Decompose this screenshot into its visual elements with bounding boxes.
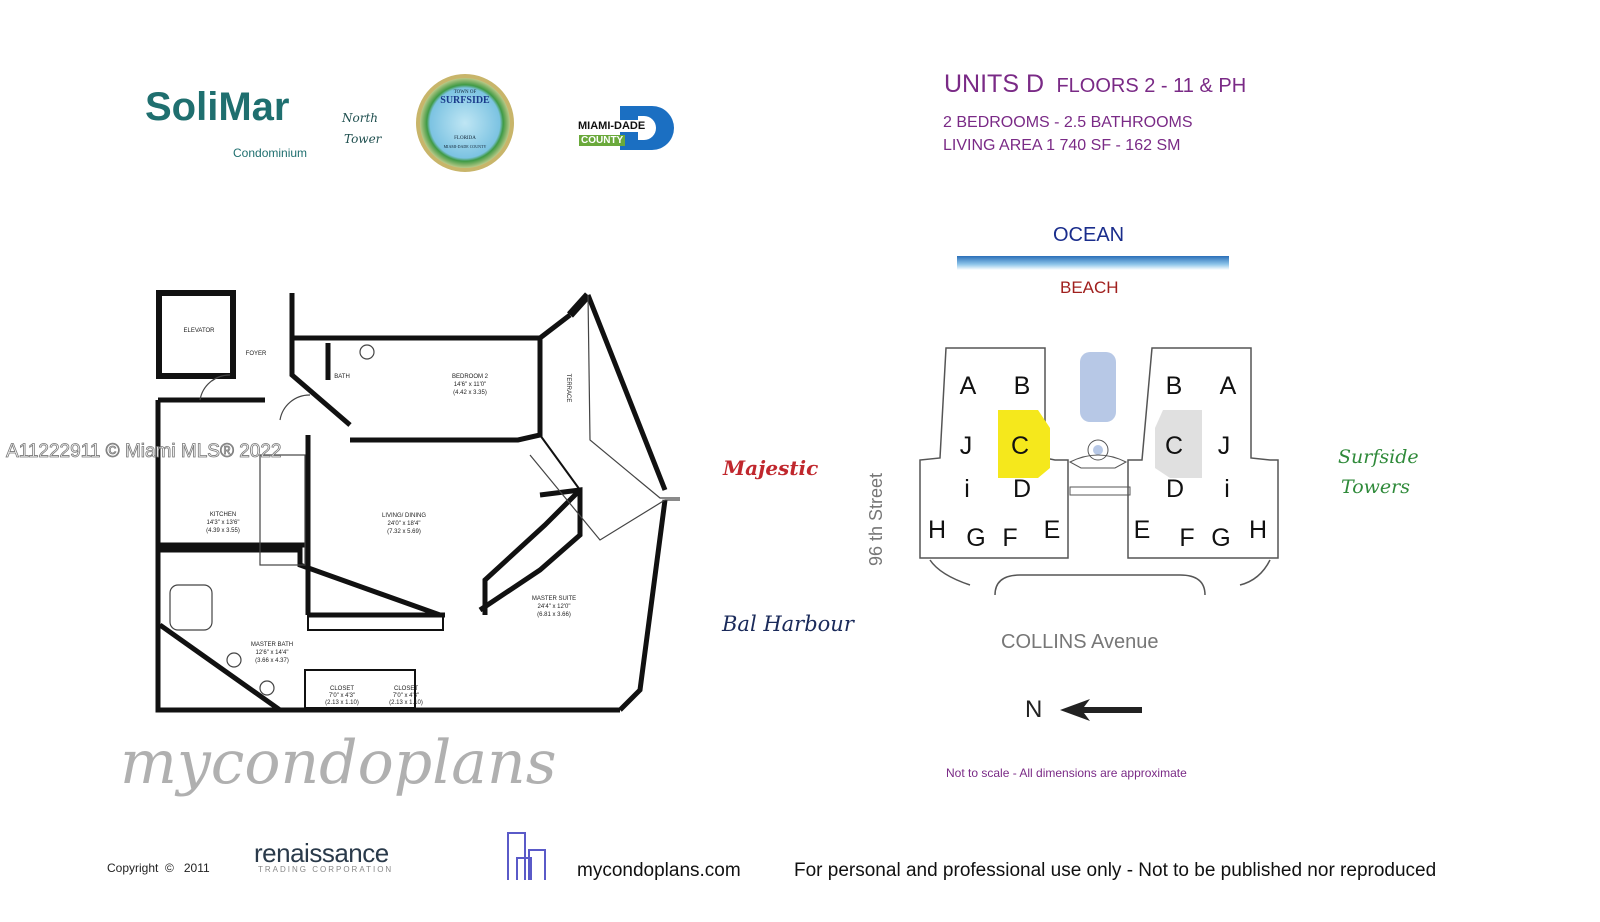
- renaissance-sub: TRADING CORPORATION: [258, 865, 394, 874]
- room-living-dim: 24'0" x 18'4": [388, 521, 421, 527]
- left-unit-j: J: [960, 432, 973, 460]
- ocean-label: OCEAN: [1053, 224, 1125, 246]
- disclaimer: For personal and professional use only -…: [794, 860, 1437, 881]
- unit-d-highlight: [998, 410, 1050, 478]
- neighbor-majestic: Majestic: [723, 456, 819, 480]
- mycondoplans-logo-icon: [507, 832, 546, 880]
- street-label: 96 th Street: [866, 472, 886, 566]
- room-living-metric: (7.32 x 5.69): [387, 529, 421, 535]
- mycondoplans-watermark: mycondoplans: [120, 728, 557, 798]
- left-unit-f: F: [1002, 524, 1017, 552]
- room-kitchen: KITCHEN: [210, 512, 236, 518]
- room-master-bath-metric: (3.66 x 4.37): [255, 658, 289, 664]
- right-unit-h: H: [1249, 516, 1267, 544]
- room-closet2: CLOSET: [394, 686, 418, 692]
- right-unit-b: B: [1166, 372, 1183, 400]
- neighbor-surfside-towers: Surfside Towers: [1338, 442, 1419, 502]
- right-unit-f: F: [1179, 524, 1194, 552]
- surfside-seal: TOWN OF SURFSIDE FLORIDA MIAMI-DADE COUN…: [416, 74, 514, 172]
- room-master-bath: MASTER BATH: [251, 642, 293, 648]
- room-foyer: FOYER: [246, 351, 267, 357]
- solimar-name: SoliMar: [145, 85, 290, 129]
- floors-label: FLOORS 2 - 11 & PH: [1056, 75, 1247, 97]
- miami-dade-text: MIAMI-DADE: [578, 120, 646, 132]
- copyright: Copyright © 2011: [107, 861, 210, 875]
- renaissance-logo: renaissance TRADING CORPORATION: [240, 838, 393, 874]
- seal-state: FLORIDA: [454, 136, 476, 141]
- room-kitchen-metric: (4.39 x 3.55): [206, 528, 240, 534]
- right-unit-i: i: [1224, 475, 1230, 503]
- room-terrace: TERRACE: [565, 374, 571, 403]
- solimar-logo: SoliMar Condominium: [145, 82, 325, 164]
- room-closet1-dim: 7'0" x 4'3": [329, 693, 355, 699]
- tower-label: North Tower: [342, 108, 381, 150]
- neighbor-surfside-line2: Towers: [1341, 476, 1410, 498]
- room-master-suite-metric: (6.81 x 3.66): [537, 612, 571, 618]
- miami-dade-logo: MIAMI-DADE COUNTY: [578, 106, 674, 150]
- room-living: LIVING/ DINING: [382, 513, 426, 519]
- beach-label: BEACH: [1060, 278, 1119, 297]
- tower-label-line1: North: [342, 111, 379, 125]
- room-closet2-dim: 7'0" x 4'3": [393, 693, 419, 699]
- tower-label-line2: Tower: [344, 132, 382, 146]
- room-kitchen-dim: 14'3" x 13'6": [207, 520, 240, 526]
- room-closet1-metric: (2.13 x 1.10): [325, 700, 359, 706]
- right-unit-e: E: [1134, 516, 1151, 544]
- north-arrow-icon: [1060, 699, 1142, 721]
- left-unit-e: E: [1044, 516, 1061, 544]
- left-unit-g: G: [966, 524, 985, 552]
- left-unit-c: C: [1011, 432, 1029, 460]
- seal-bottom: MIAMI-DADE COUNTY: [443, 144, 487, 149]
- left-unit-a: A: [960, 372, 977, 400]
- right-unit-j: J: [1218, 432, 1231, 460]
- area-label: LIVING AREA 1 740 SF - 162 SM: [943, 137, 1181, 154]
- renaissance-name: renaissance: [254, 838, 389, 868]
- scale-note: Not to scale - All dimensions are approx…: [946, 766, 1187, 780]
- mls-watermark: A11222911 © Miami MLS® 2022: [6, 441, 282, 463]
- avenue-label: COLLINS Avenue: [1001, 631, 1159, 653]
- left-unit-d: D: [1013, 475, 1031, 503]
- floor-plan: ELEVATOR FOYER BATH BEDROOM 2 14'6" x 11…: [155, 290, 680, 713]
- left-unit-h: H: [928, 516, 946, 544]
- left-unit-i: i: [964, 475, 970, 503]
- room-master-suite-dim: 24'4" x 12'0": [538, 604, 571, 610]
- left-unit-b: B: [1014, 372, 1031, 400]
- room-closet1: CLOSET: [330, 686, 354, 692]
- seal-name: SURFSIDE: [440, 95, 490, 106]
- unit-title: UNITS D: [944, 70, 1044, 98]
- right-unit-d: D: [1166, 475, 1184, 503]
- room-bedroom2-metric: (4.42 x 3.35): [453, 390, 487, 396]
- right-unit-a: A: [1220, 372, 1237, 400]
- north-label: N: [1025, 696, 1043, 723]
- solimar-sub: Condominium: [233, 146, 308, 160]
- neighbor-bal-harbour: Bal Harbour: [722, 612, 854, 636]
- neighbor-surfside-line1: Surfside: [1338, 446, 1419, 468]
- right-unit-g: G: [1211, 524, 1230, 552]
- room-closet2-metric: (2.13 x 1.10): [389, 700, 423, 706]
- rooms-label: 2 BEDROOMS - 2.5 BATHROOMS: [943, 114, 1193, 131]
- county-text: COUNTY: [579, 135, 626, 146]
- floor-plan-walls: [155, 290, 668, 713]
- seal-top: TOWN OF: [453, 90, 477, 95]
- room-bath: BATH: [334, 374, 350, 380]
- room-master-bath-dim: 12'6" x 14'4": [256, 650, 289, 656]
- room-master-suite: MASTER SUITE: [532, 596, 576, 602]
- site-link[interactable]: mycondoplans.com: [577, 860, 741, 881]
- right-unit-c: C: [1165, 432, 1183, 460]
- ocean-bar: [957, 256, 1229, 270]
- room-bedroom2-dim: 14'6" x 11'0": [454, 382, 486, 388]
- room-elevator: ELEVATOR: [183, 328, 215, 334]
- room-bedroom2: BEDROOM 2: [452, 374, 489, 380]
- unit-heading: UNITS D FLOORS 2 - 11 & PH: [944, 70, 1246, 99]
